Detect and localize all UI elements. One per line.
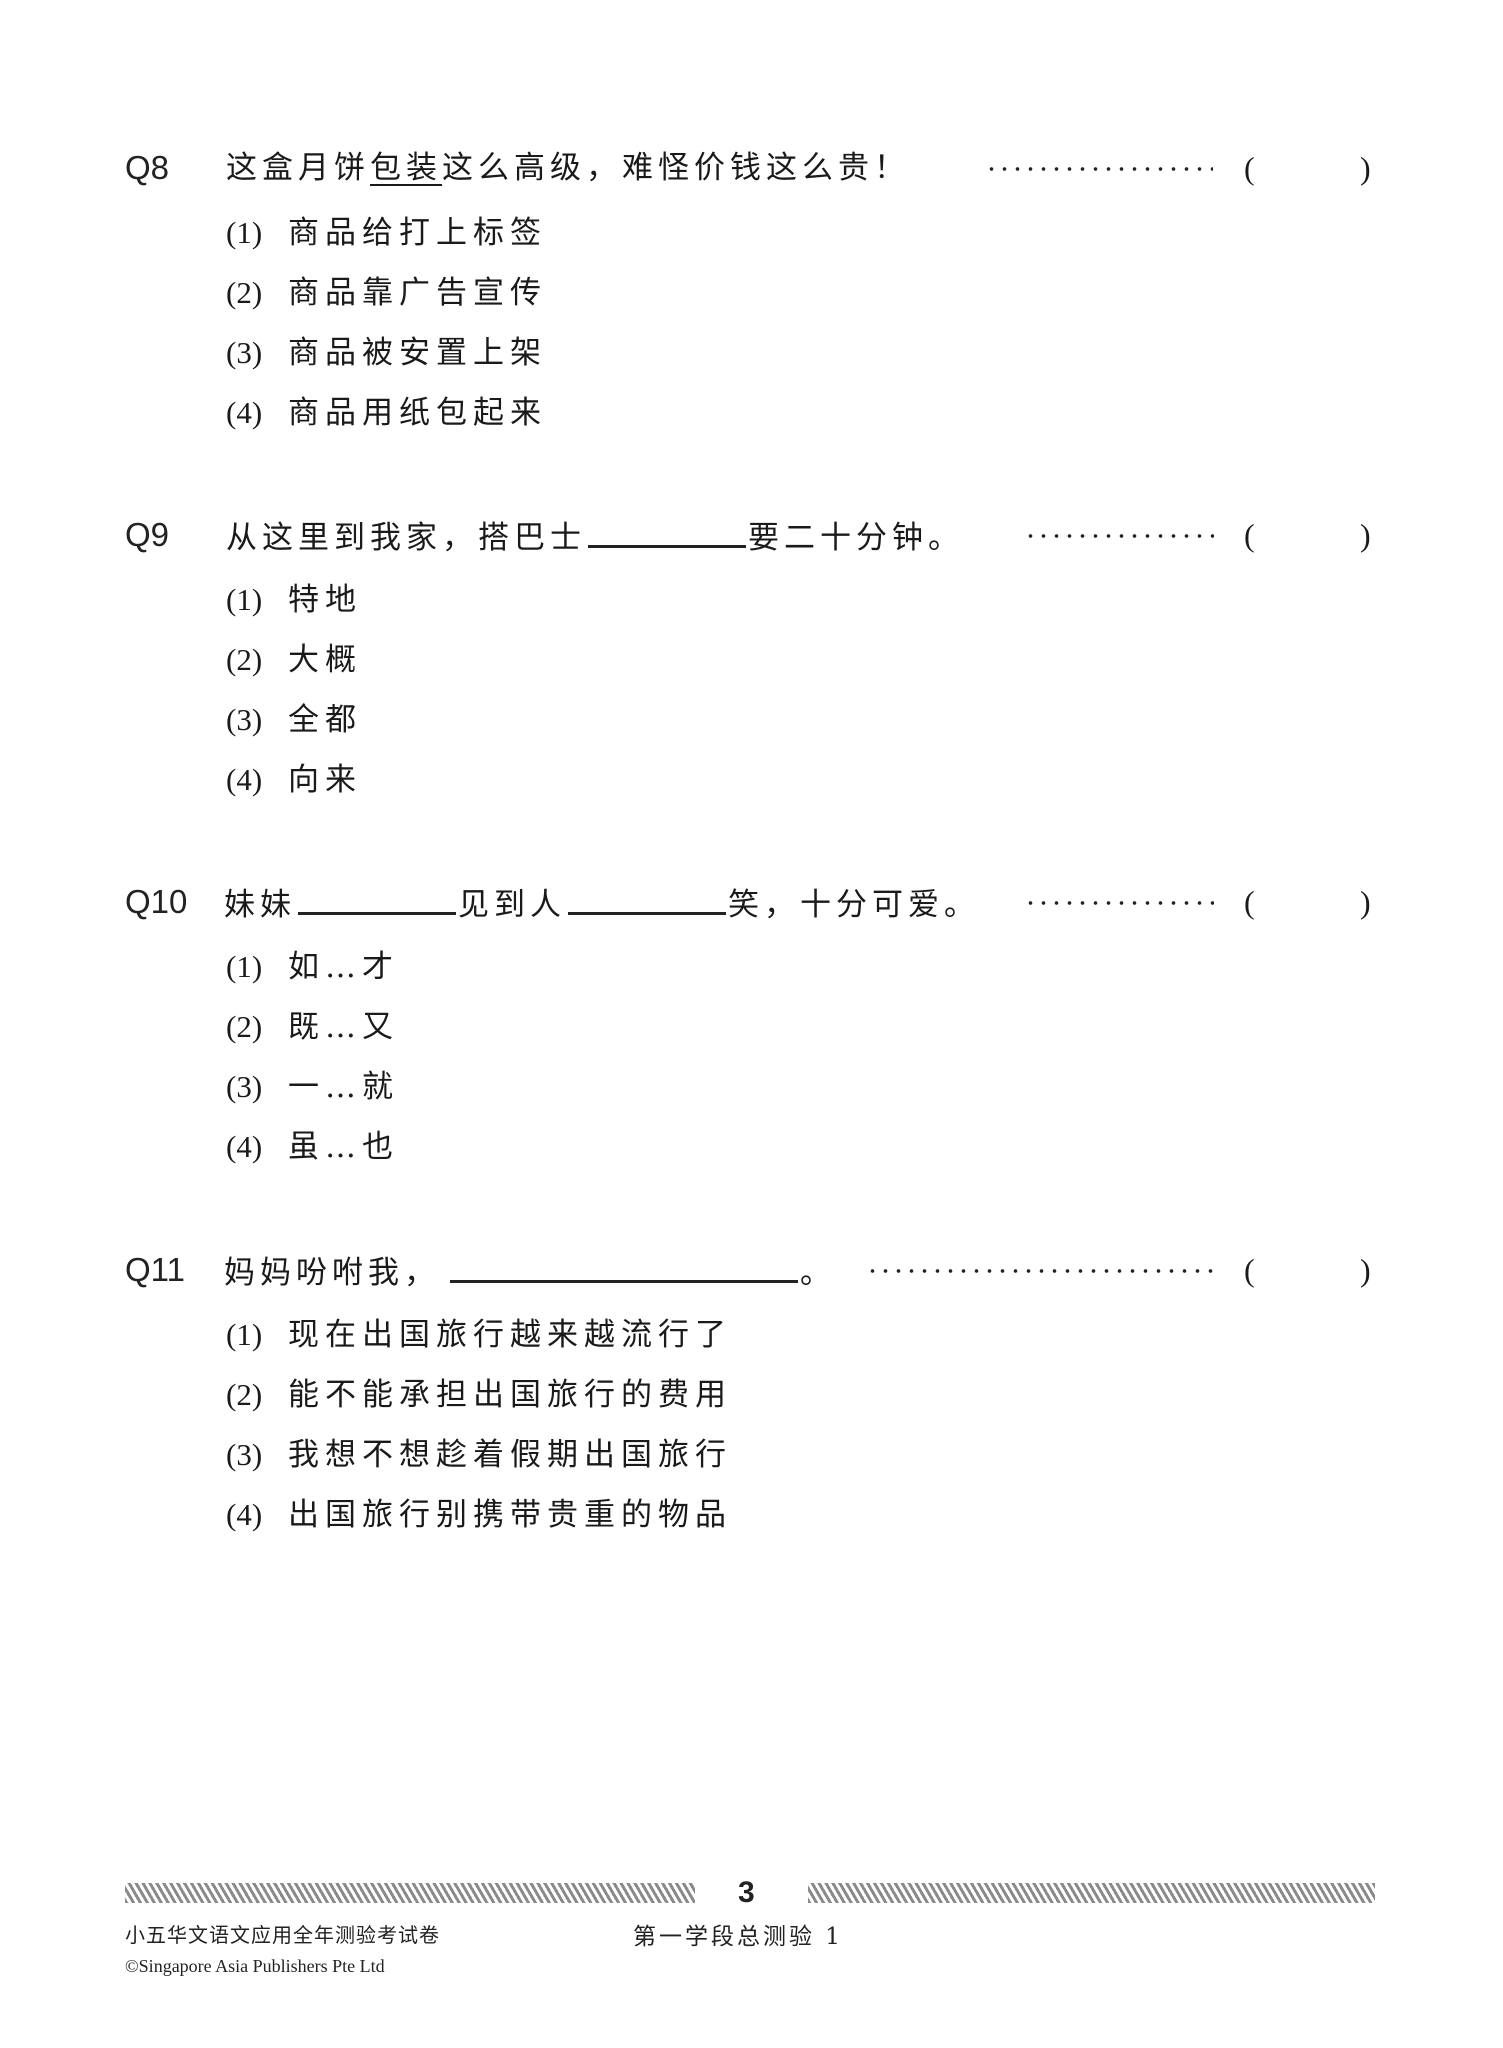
option-2[interactable]: (2) 能不能承担出国旅行的费用 bbox=[226, 1375, 732, 1415]
fill-blank-2[interactable] bbox=[568, 882, 726, 915]
stem-text: 这盒月饼 bbox=[226, 150, 370, 186]
option-text: 出国旅行别携带贵重的物品 bbox=[288, 1497, 732, 1533]
stem-text: 这么高级，难怪价钱这么贵！ bbox=[442, 150, 910, 186]
stem-text: 从这里到我家，搭巴士 bbox=[226, 520, 586, 556]
option-text: 如…才 bbox=[288, 949, 399, 985]
answer-bracket-close[interactable]: ) bbox=[1360, 884, 1371, 920]
option-text: 向来 bbox=[288, 762, 362, 798]
fill-blank[interactable] bbox=[588, 515, 746, 548]
option-text: 虽…也 bbox=[288, 1129, 399, 1165]
option-2[interactable]: (2) 商品靠广告宣传 bbox=[226, 273, 547, 313]
option-number: (2) bbox=[226, 275, 263, 310]
page-number: 3 bbox=[738, 1876, 755, 1909]
question-stem: 妹妹 见到人 笑，十分可爱。 bbox=[224, 882, 980, 925]
question-stem: 妈妈吩咐我， 。 bbox=[224, 1250, 836, 1293]
option-4[interactable]: (4) 虽…也 bbox=[226, 1127, 399, 1167]
option-text: 全都 bbox=[288, 702, 362, 738]
stem-text: 妈妈吩咐我， bbox=[224, 1255, 440, 1291]
footer-hatch-left bbox=[125, 1883, 695, 1903]
option-2[interactable]: (2) 既…又 bbox=[226, 1007, 399, 1047]
option-number: (2) bbox=[226, 1377, 263, 1412]
stem-text: 妹妹 bbox=[224, 887, 296, 923]
option-number: (4) bbox=[226, 762, 263, 797]
question-number: Q9 bbox=[125, 516, 170, 553]
option-4[interactable]: (4) 商品用纸包起来 bbox=[226, 393, 547, 433]
option-number: (1) bbox=[226, 582, 263, 617]
underlined-word: 包装 bbox=[370, 150, 442, 186]
option-3[interactable]: (3) 一…就 bbox=[226, 1067, 399, 1107]
option-number: (3) bbox=[226, 702, 263, 737]
option-text: 一…就 bbox=[288, 1069, 399, 1105]
option-number: (1) bbox=[226, 949, 263, 984]
option-3[interactable]: (3) 全都 bbox=[226, 700, 362, 740]
option-number: (4) bbox=[226, 1497, 263, 1532]
option-1[interactable]: (1) 如…才 bbox=[226, 947, 399, 987]
option-text: 我想不想趁着假期出国旅行 bbox=[288, 1437, 732, 1473]
option-text: 大概 bbox=[288, 642, 362, 678]
option-4[interactable]: (4) 向来 bbox=[226, 760, 362, 800]
answer-bracket-open[interactable]: ( bbox=[1244, 1252, 1255, 1288]
option-text: 商品靠广告宣传 bbox=[288, 275, 547, 311]
option-3[interactable]: (3) 我想不想趁着假期出国旅行 bbox=[226, 1435, 732, 1475]
stem-text: 要二十分钟。 bbox=[748, 520, 964, 556]
option-text: 特地 bbox=[288, 582, 362, 618]
answer-bracket-open[interactable]: ( bbox=[1244, 517, 1255, 553]
option-1[interactable]: (1) 特地 bbox=[226, 580, 362, 620]
question-number: Q8 bbox=[125, 149, 170, 186]
leader-dots bbox=[866, 1269, 1214, 1273]
answer-bracket-close[interactable]: ) bbox=[1360, 517, 1371, 553]
stem-text: 笑，十分可爱。 bbox=[728, 887, 980, 923]
footer-book-title: 小五华文语文应用全年测验考试卷 bbox=[125, 1923, 440, 1947]
option-1[interactable]: (1) 商品给打上标签 bbox=[226, 213, 547, 253]
option-number: (2) bbox=[226, 642, 263, 677]
option-number: (2) bbox=[226, 1009, 263, 1044]
option-text: 现在出国旅行越来越流行了 bbox=[288, 1317, 732, 1353]
question-number: Q11 bbox=[125, 1251, 185, 1288]
stem-text: 。 bbox=[800, 1255, 836, 1291]
leader-dots bbox=[985, 167, 1213, 171]
footer-section: 第一学段总测验 1 bbox=[633, 1924, 843, 1950]
option-number: (4) bbox=[226, 1129, 263, 1164]
question-stem: 从这里到我家，搭巴士 要二十分钟。 bbox=[226, 515, 964, 558]
option-4[interactable]: (4) 出国旅行别携带贵重的物品 bbox=[226, 1495, 732, 1535]
option-text: 商品被安置上架 bbox=[288, 335, 547, 371]
option-text: 能不能承担出国旅行的费用 bbox=[288, 1377, 732, 1413]
option-number: (3) bbox=[226, 335, 263, 370]
fill-blank[interactable] bbox=[450, 1250, 798, 1283]
option-text: 商品给打上标签 bbox=[288, 215, 547, 251]
option-number: (1) bbox=[226, 1317, 263, 1352]
option-3[interactable]: (3) 商品被安置上架 bbox=[226, 333, 547, 373]
answer-bracket-close[interactable]: ) bbox=[1360, 150, 1371, 186]
question-number: Q10 bbox=[125, 883, 188, 920]
option-number: (4) bbox=[226, 395, 263, 430]
footer-hatch-right bbox=[808, 1883, 1375, 1903]
footer-copyright: ©Singapore Asia Publishers Pte Ltd bbox=[125, 1956, 385, 1976]
answer-bracket-open[interactable]: ( bbox=[1244, 884, 1255, 920]
option-number: (3) bbox=[226, 1069, 263, 1104]
question-stem: 这盒月饼包装这么高级，难怪价钱这么贵！ bbox=[226, 148, 910, 188]
answer-bracket-open[interactable]: ( bbox=[1244, 150, 1255, 186]
option-text: 商品用纸包起来 bbox=[288, 395, 547, 431]
option-number: (3) bbox=[226, 1437, 263, 1472]
leader-dots bbox=[1024, 901, 1214, 905]
leader-dots bbox=[1024, 534, 1214, 538]
answer-bracket-close[interactable]: ) bbox=[1360, 1252, 1371, 1288]
option-2[interactable]: (2) 大概 bbox=[226, 640, 362, 680]
option-text: 既…又 bbox=[288, 1009, 399, 1045]
fill-blank-1[interactable] bbox=[298, 882, 456, 915]
option-1[interactable]: (1) 现在出国旅行越来越流行了 bbox=[226, 1315, 732, 1355]
stem-text: 见到人 bbox=[458, 887, 566, 923]
option-number: (1) bbox=[226, 215, 263, 250]
